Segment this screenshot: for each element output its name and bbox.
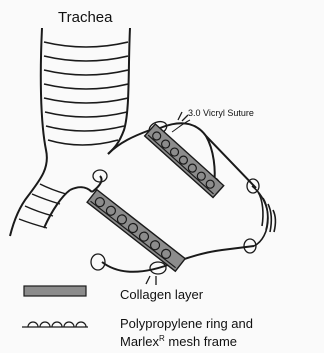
right-distal-airway bbox=[252, 186, 275, 246]
legend-collagen-label: Collagen layer bbox=[120, 287, 204, 302]
bridge-walls bbox=[92, 130, 150, 192]
tracheal-ring bbox=[44, 70, 128, 75]
legend: Collagen layer Polypropylene ring and Ma… bbox=[22, 286, 253, 349]
legend-marlex-text: Marlex bbox=[120, 334, 160, 349]
legend-ring-label-line1: Polypropylene ring and bbox=[120, 316, 253, 331]
trachea-right-wall bbox=[108, 28, 130, 154]
left-bronchus-rings bbox=[19, 184, 66, 228]
bridge-upper-wall bbox=[108, 130, 150, 154]
legend-mesh-frame-text: mesh frame bbox=[165, 334, 237, 349]
bronchus-ring bbox=[19, 219, 47, 228]
legend-collagen-swatch bbox=[24, 286, 86, 296]
tracheal-rings bbox=[44, 42, 128, 145]
suture-knot bbox=[178, 112, 188, 121]
upper-graft-strip bbox=[145, 124, 224, 197]
distal-ring bbox=[273, 210, 275, 232]
suture-label: 3.0 Vicryl Suture bbox=[188, 108, 254, 118]
suture-leader-line bbox=[172, 120, 190, 132]
collagen-layer bbox=[145, 124, 224, 197]
trachea-label: Trachea bbox=[58, 9, 113, 26]
suture-knot bbox=[146, 276, 156, 285]
tracheal-ring bbox=[44, 42, 128, 47]
tracheal-ring bbox=[44, 84, 128, 89]
tracheal-ring bbox=[48, 140, 118, 145]
tracheal-ring bbox=[44, 56, 128, 61]
legend-ring-swatch bbox=[22, 322, 88, 327]
tracheal-ring bbox=[45, 112, 127, 117]
legend-ring-loops bbox=[28, 322, 86, 327]
left-bronchus-inner-wall bbox=[44, 190, 70, 228]
carina bbox=[70, 187, 92, 192]
bronchus-ring bbox=[40, 184, 66, 194]
legend-ring-label-line2: MarlexR mesh frame bbox=[120, 334, 237, 349]
lower-graft-strip bbox=[87, 190, 185, 272]
frame-line bbox=[148, 135, 213, 194]
bronchus-ring bbox=[32, 194, 60, 204]
bronchus-ring bbox=[25, 206, 53, 216]
trachea-left-wall bbox=[10, 28, 47, 236]
tracheal-ring bbox=[44, 98, 128, 103]
tracheal-ring bbox=[46, 126, 124, 131]
